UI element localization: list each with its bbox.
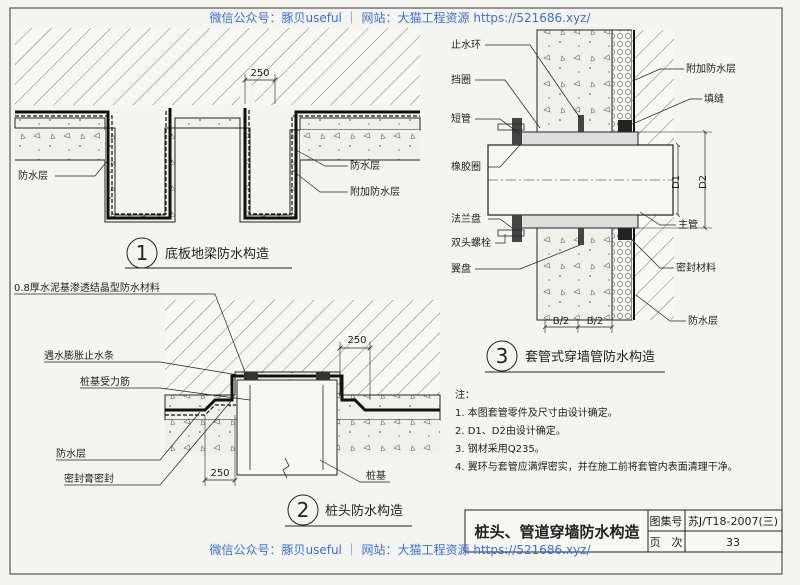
detail2-number: 2 (297, 498, 310, 522)
detail2-label-swelling: 遇水膨胀止水条 (44, 349, 114, 362)
notes-title: 注： (455, 388, 475, 401)
detail3-label-wing: 翼盘 (451, 262, 471, 275)
title-block-page-label: 页 次 (650, 535, 683, 549)
detail-2: 0.8厚水泥基渗透结晶型防水材料 250 250 遇水膨胀止水条 桩基受力筋 防… (14, 281, 441, 527)
note-4: 4. 翼环与套管应满焊密实，并在施工前将套管内表面清理干净。 (455, 460, 738, 473)
title-block-atlas-value: 苏J/T18-2007(三) (688, 515, 778, 528)
detail1-label-additional: 附加防水层 (350, 185, 400, 198)
detail2-label-sealant: 密封膏密封 (64, 472, 114, 485)
note-2: 2. D1、D2由设计确定。 (455, 424, 566, 437)
detail-1: 250 防水层 防水层 附加防水层 1 底板地梁防水构造 (14, 28, 421, 269)
detail3-number: 3 (496, 344, 509, 368)
detail2-label-rebar: 桩基受力筋 (80, 375, 130, 388)
detail2-label-pile: 桩基 (366, 469, 386, 482)
note-3: 3. 钢材采用Q235。 (455, 442, 545, 455)
swelling-strip-right (316, 372, 330, 380)
detail3-number-circle (486, 340, 518, 372)
swelling-strip-left (244, 372, 258, 380)
detail2-dim-top: 250 (347, 335, 366, 346)
detail1-caption: 底板地梁防水构造 (165, 246, 269, 262)
detail2-label-waterproof: 防水层 (56, 447, 86, 460)
detail2-number-circle (287, 494, 319, 526)
detail3-label-seal: 密封材料 (676, 261, 716, 274)
detail3-label-rubber-ring: 橡胶圈 (451, 160, 481, 173)
note-1: 1. 本图套管零件及尺寸由设计确定。 (455, 406, 618, 419)
detail3-caption: 套管式穿墙管防水构造 (525, 349, 655, 365)
detail3-label-retainer: 挡圈 (451, 73, 471, 86)
detail3-label-main-pipe: 主管 (678, 218, 698, 231)
detail2-dim-bottom: 250 (210, 468, 229, 479)
watermark-bottom: 微信公众号：豚贝useful ｜ 网站：大猫工程资源 https://52168… (209, 542, 591, 557)
title-block: 桩头、管道穿墙防水构造 图集号 苏J/T18-2007(三) 页 次 33 (464, 509, 783, 553)
detail3-label-flange: 法兰盘 (451, 212, 481, 225)
detail1-label-left-waterproof: 防水层 (18, 169, 48, 182)
title-block-title: 桩头、管道穿墙防水构造 (474, 523, 639, 541)
detail2-top-label: 0.8厚水泥基渗透结晶型防水材料 (14, 281, 160, 294)
detail3-d1: D1 (671, 175, 682, 189)
title-block-page-value: 33 (726, 536, 740, 549)
detail3-label-waterproof: 防水层 (688, 314, 718, 327)
detail3-label-stop-ring: 止水环 (451, 39, 481, 51)
detail1-number: 1 (136, 241, 149, 265)
title-block-atlas-label: 图集号 (650, 514, 683, 528)
notes: 注： 1. 本图套管零件及尺寸由设计确定。 2. D1、D2由设计确定。 3. … (455, 388, 738, 473)
detail3-label-additional: 附加防水层 (686, 62, 736, 75)
pile (236, 379, 338, 476)
detail3-d2: D2 (698, 175, 709, 189)
detail1-dim: 250 (250, 68, 269, 79)
detail3-label-bolt: 双头螺栓 (451, 236, 491, 249)
detail3-b2: B/2 (587, 316, 604, 327)
detail3-b1: B/2 (553, 316, 570, 327)
detail1-label-waterproof: 防水层 (350, 159, 380, 172)
watermark-top: 微信公众号：豚贝useful ｜ 网站：大猫工程资源 https://52168… (209, 10, 591, 25)
sheet-border (9, 7, 783, 575)
detail-3: 止水环 挡圈 短管 橡胶圈 法兰盘 双头螺栓 翼盘 附加防水层 填缝 主管 密封… (451, 29, 736, 373)
detail2-caption: 桩头防水构造 (325, 503, 403, 519)
detail3-label-short-pipe: 短管 (451, 112, 471, 125)
detail3-label-filler: 填缝 (704, 92, 724, 105)
